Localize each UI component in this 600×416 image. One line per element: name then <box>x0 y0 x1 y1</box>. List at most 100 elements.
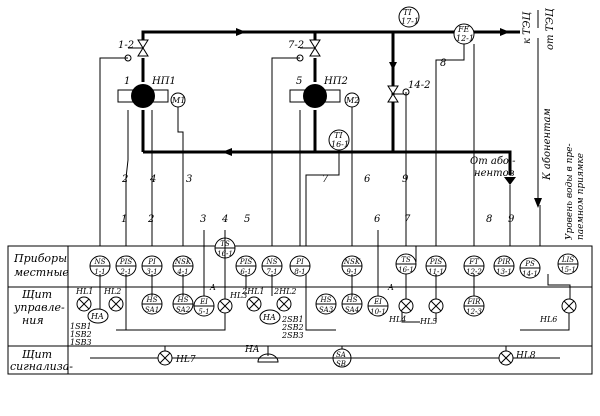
row-label-local-2: местные <box>14 266 69 279</box>
process-number: 3 <box>186 174 192 185</box>
water-level-label-2: паемном приямке <box>576 153 586 240</box>
from-subscribers-1: От або - <box>470 156 516 167</box>
local-number: 7 <box>404 214 411 225</box>
instrument-code: TI <box>334 131 343 140</box>
instrument-code: PIS <box>239 258 252 266</box>
signal-button-label: SB <box>336 360 346 368</box>
instrument-code: NS <box>266 258 278 266</box>
pump-number: 5 <box>296 76 302 87</box>
pump-name: НП1 <box>151 76 176 87</box>
instrument-code: NS <box>94 258 106 266</box>
to-subscribers-label: К абонентам <box>542 108 553 181</box>
instrument-tag: 2-1 <box>119 268 131 276</box>
instrument-code: HS <box>346 296 358 304</box>
instrument-code: EI <box>199 298 208 306</box>
row-label-panel-2: управле- <box>13 301 65 314</box>
instrument-tag: 4-1 <box>176 268 188 276</box>
lamp-label: HL1 <box>75 287 93 296</box>
local-instrument-7: NS 7-1 <box>261 255 283 277</box>
local-number: 2 <box>147 214 154 225</box>
process-number: 7 <box>322 174 329 185</box>
instrument-code: LIS <box>561 256 574 264</box>
instrument-tag: 1-1 <box>94 268 105 276</box>
instrument-tag: SA2 <box>176 306 191 314</box>
instrument-tag: 10-1 <box>370 308 386 316</box>
instrument-tag: 16-1 <box>331 140 349 149</box>
panel-instrument-3: EI 5-1 <box>193 295 215 317</box>
row-label-local-1: Приборы <box>13 252 67 265</box>
lamp-label: HL4 <box>388 315 406 324</box>
instrument-tag: SA1 <box>145 306 159 314</box>
instrument-tag: 8-1 <box>294 268 305 276</box>
process-number: 2 <box>121 174 128 185</box>
instrument-code: HS <box>146 296 158 304</box>
process-number: 6 <box>364 174 371 185</box>
signal-lamps <box>157 348 514 368</box>
process-number: 4 <box>149 174 156 185</box>
instrument-code: EI <box>373 298 382 306</box>
panel-instrument-5: HS SA4 <box>341 293 363 315</box>
horn-label: HA <box>90 312 104 321</box>
local-number: 6 <box>374 214 381 225</box>
instrument-code: HS <box>177 296 189 304</box>
supply-pipeline <box>141 30 520 175</box>
instrument-tag: 17-1 <box>401 17 419 26</box>
instrument-code: NSK <box>174 258 192 266</box>
instrument-code: TI <box>403 8 412 17</box>
button-label: 1SB2 <box>70 330 92 339</box>
local-instrument-3: PI3-1 <box>141 255 163 277</box>
local-number: 4 <box>221 214 228 225</box>
instrument-tag: SA4 <box>345 306 359 314</box>
instrument-code: NSK <box>343 258 361 266</box>
panel-lamps <box>76 296 577 325</box>
instrument-code: PS <box>524 260 535 268</box>
process-number: 9 <box>402 174 409 185</box>
local-number: 8 <box>486 214 492 225</box>
instrument-code: PIR <box>497 258 511 266</box>
local-number: 5 <box>244 214 250 225</box>
flow-arrows <box>222 28 516 185</box>
ti-17-1-bubble <box>398 6 420 28</box>
instrument-tag: 6-1 <box>240 268 251 276</box>
instrument-tag: 14-1 <box>522 270 538 278</box>
signal-lamp-label: HL8 <box>515 351 536 361</box>
instrument-tag: 9-1 <box>346 268 357 276</box>
instrument-code: PIS <box>429 258 442 266</box>
lamp-label: 2HL2 <box>273 287 296 296</box>
lamp-label: HL5 <box>419 317 437 326</box>
local-instrument-9: NSK 9-1 <box>341 255 363 277</box>
local-instrument-5: PIS 6-1 <box>235 255 257 277</box>
lamp-label: HL3 <box>229 291 247 300</box>
instrument-tag: 7-1 <box>266 268 277 276</box>
local-instrument-10: TS 16-1 <box>395 253 417 275</box>
instrument-tag: 16-1 <box>398 266 414 274</box>
row-label-panel-3: ния <box>22 314 44 327</box>
valve-label: 1-2 <box>118 40 134 51</box>
instrument-tag: 5-1 <box>198 308 209 316</box>
button-label: 1SB1 <box>70 322 92 331</box>
lamp-label: HL2 <box>103 287 121 296</box>
local-instrument-14: PS 14-1 <box>519 257 541 279</box>
pump-name: НП2 <box>323 76 348 87</box>
instrument-tag: 12-3 <box>466 308 482 316</box>
alarm-label: A <box>387 283 394 292</box>
alarm-label: A <box>209 283 216 292</box>
horn-label: HA <box>262 313 276 322</box>
instrument-code: FE <box>457 25 470 34</box>
pump-number: 1 <box>124 76 130 87</box>
pump-np2 <box>289 84 360 108</box>
instrument-code: HS <box>320 296 332 304</box>
signal-lines <box>99 44 541 262</box>
from-tec-label: от ТЭЦ <box>545 7 556 50</box>
signal-horn-label: HA <box>244 345 260 355</box>
instrument-code: TS <box>401 256 411 264</box>
button-label: 2SB1 <box>281 315 304 324</box>
